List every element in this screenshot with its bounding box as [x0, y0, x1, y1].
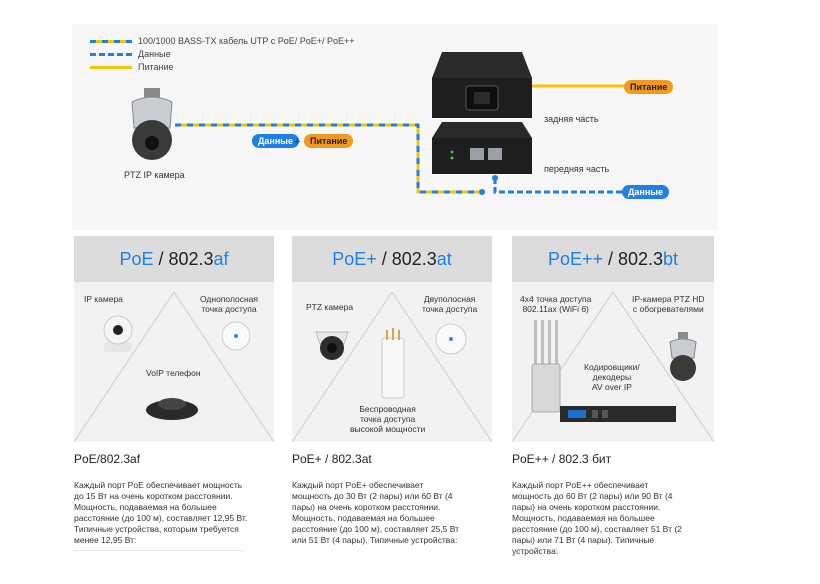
ptz-camera-icon — [315, 331, 349, 360]
desc-title-af: PoE/802.3af — [74, 452, 141, 466]
desc-body-af: Каждый порт PoE обеспечивает мощность до… — [74, 480, 248, 545]
diagram-area — [72, 24, 718, 230]
plus-sign: + — [294, 136, 301, 148]
panel-poe-af: PoE / 802.3af IP камера Однополосная точ… — [74, 236, 274, 442]
panel-label-1: IP камера — [84, 294, 123, 304]
panel-poe-bt: PoE++ / 802.3bt 4x4 точка доступа 802.11… — [512, 236, 714, 442]
data-pill: Данные — [252, 134, 299, 148]
desc-title-bt: PoE++ / 802.3 бит — [512, 452, 612, 466]
wireless-ap-icon — [381, 328, 405, 399]
panel-suffix: at — [436, 249, 452, 269]
front-label: передняя часть — [544, 164, 610, 174]
desc-body-at: Каждый порт PoE+ обеспечивает мощность д… — [292, 480, 460, 545]
panel-label-1: 4x4 точка доступа 802.11ax (WiFi 6) — [520, 294, 592, 314]
panel-std: PoE — [119, 249, 154, 269]
ptz-hd-camera-icon — [669, 332, 697, 381]
desc-body-bt: Каждый порт PoE++ обеспечивает мощность … — [512, 480, 682, 556]
encoder-rack-icon — [560, 406, 676, 422]
divider-bottom-1 — [74, 550, 244, 551]
voip-phone-icon — [146, 398, 198, 420]
desc-title-at: PoE+ / 802.3at — [292, 452, 372, 466]
panel-std: PoE+ — [332, 249, 377, 269]
legend-line-cable — [90, 40, 132, 43]
panel-label-2: Однополосная точка доступа — [200, 294, 259, 314]
wifi6-ap-icon — [531, 320, 561, 413]
panel-suffix: af — [213, 249, 229, 269]
triangle-divider — [292, 291, 492, 442]
panel-label-3: VoIP телефон — [146, 368, 201, 378]
panel-sep: / 802.3 — [376, 249, 437, 269]
panel-label-1: PTZ камера — [306, 302, 354, 312]
camera-label: PTZ IP камера — [124, 170, 185, 180]
legend-label-data: Данные — [138, 49, 171, 59]
panel-label-2: IP-камера PTZ HD с обогревателями — [632, 294, 705, 314]
power-pill-right: Питание — [624, 80, 674, 94]
access-point-icon — [221, 321, 251, 351]
legend-label-power: Питание — [138, 62, 174, 72]
panel-header: PoE+ / 802.3at — [292, 236, 492, 282]
power-pill: Питание — [304, 134, 354, 148]
back-label: задняя часть — [544, 114, 599, 124]
panel-suffix: bt — [663, 249, 679, 269]
data-pill-right: Данные — [622, 185, 669, 199]
panel-label-3: Беспроводная точка доступа высокой мощно… — [350, 404, 426, 434]
dual-band-ap-icon — [435, 323, 467, 355]
panel-label-2: Двуполосная точка доступа — [422, 294, 478, 314]
legend-line-power — [90, 66, 132, 69]
legend-label-cable: 100/1000 BASS-TX кабель UTP с PoE/ PoE+/… — [138, 36, 355, 46]
panel-poe-at: PoE+ / 802.3at PTZ камера Двуполосная то… — [292, 236, 492, 442]
triangle-divider — [74, 291, 274, 442]
panel-sep: / 802.3 — [602, 249, 664, 269]
legend-line-data — [90, 53, 132, 56]
panel-label-3: Кодировщики/ декодеры AV over IP — [584, 362, 640, 392]
panel-header: PoE / 802.3af — [74, 236, 274, 282]
panel-std: PoE++ — [547, 249, 603, 269]
panel-sep: / 802.3 — [153, 249, 214, 269]
ip-camera-icon — [103, 315, 133, 352]
panel-header: PoE++ / 802.3bt — [512, 236, 714, 282]
